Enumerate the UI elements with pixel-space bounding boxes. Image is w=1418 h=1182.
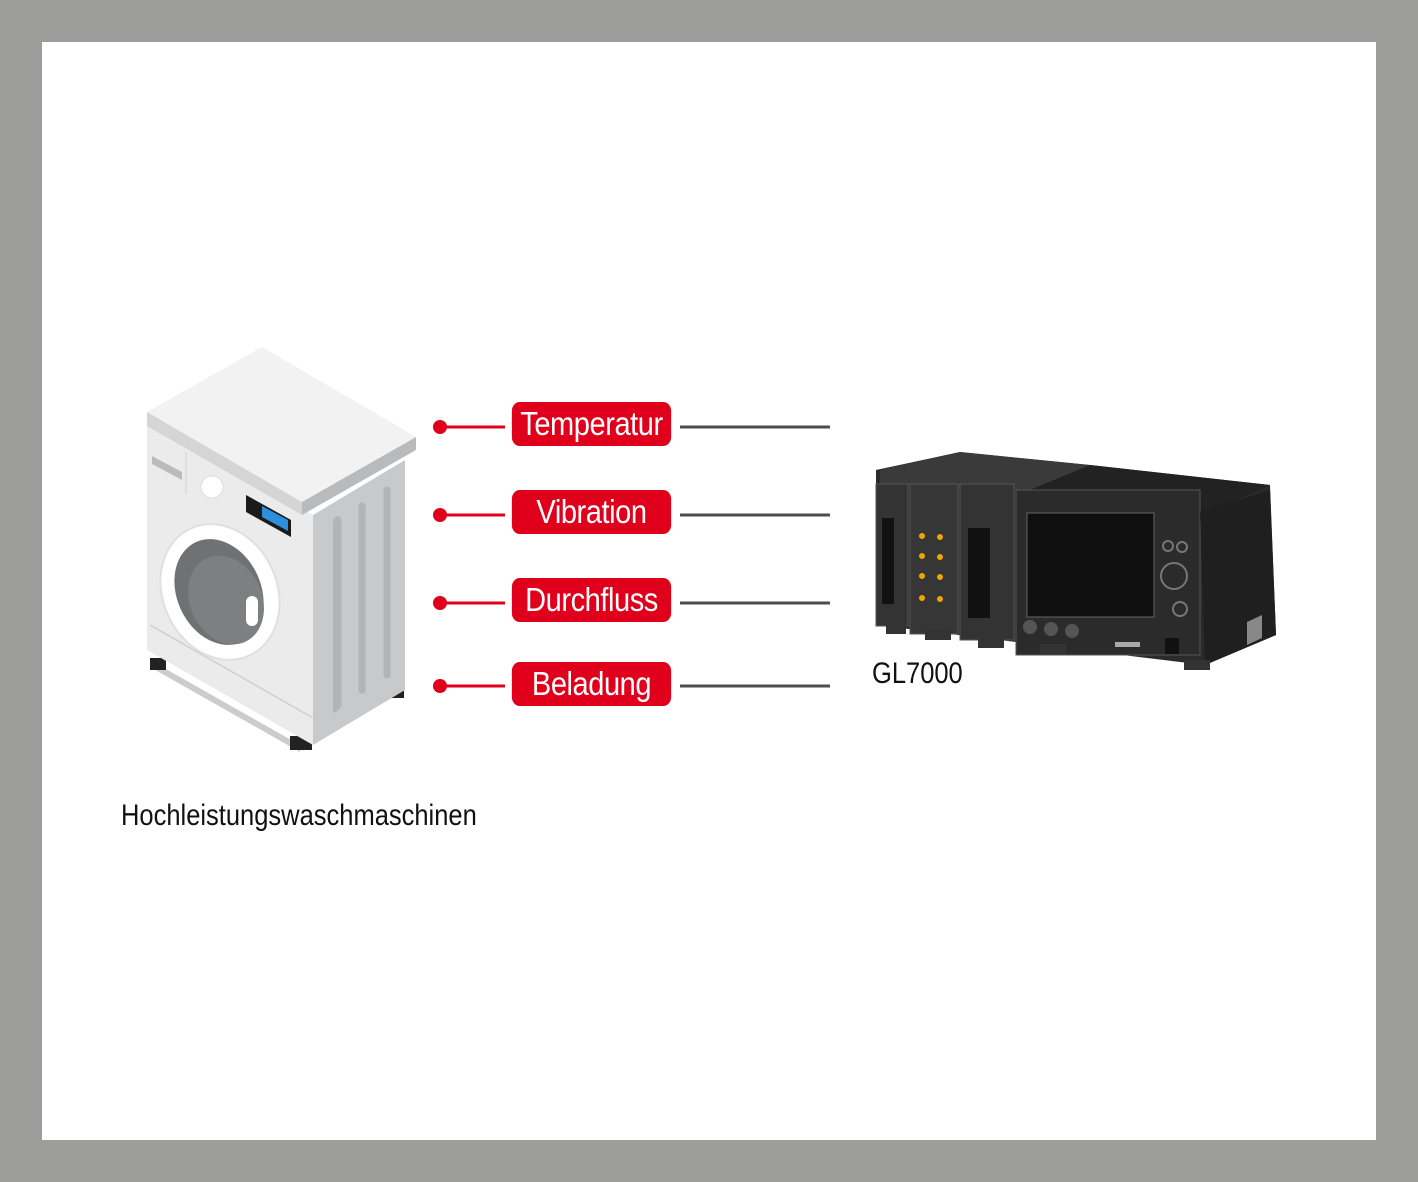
connector-beladung bbox=[433, 679, 830, 693]
signal-label-beladung: Beladung bbox=[511, 662, 672, 706]
washing-machine-caption: Hochleistungswaschmaschinen bbox=[121, 799, 477, 832]
washing-machine-icon bbox=[147, 347, 416, 752]
data-logger-icon bbox=[875, 452, 1276, 670]
data-logger-caption: GL7000 bbox=[872, 657, 963, 690]
connector-temperatur bbox=[433, 420, 830, 434]
signal-label-durchfluss: Durchfluss bbox=[511, 578, 672, 622]
signal-label-temperatur: Temperatur bbox=[511, 402, 672, 446]
signal-label-vibration: Vibration bbox=[511, 490, 672, 534]
signal-connectors bbox=[433, 420, 830, 693]
connector-durchfluss bbox=[433, 596, 830, 610]
connector-vibration bbox=[433, 508, 830, 522]
